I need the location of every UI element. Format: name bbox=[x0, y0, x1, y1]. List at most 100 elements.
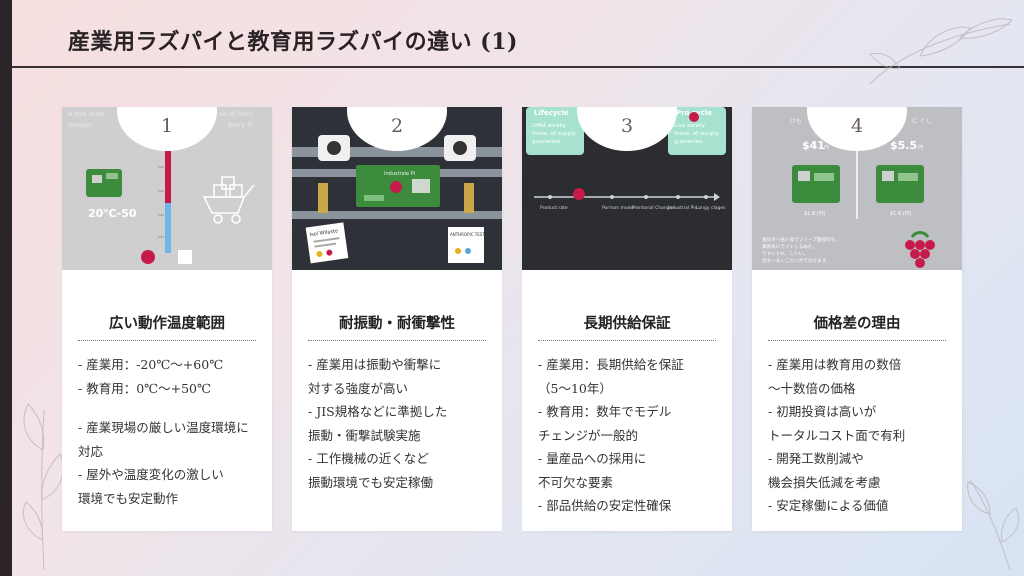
card-body: - 産業用：-20℃〜+60℃ - 教育用：0℃〜+50℃ - 産業現場の厳しい… bbox=[78, 353, 260, 510]
card-number: 3 bbox=[620, 115, 634, 137]
price-top-right: に くし bbox=[912, 118, 932, 125]
timeline-label: Industrial Pis bbox=[668, 205, 697, 211]
card-image-price: けも に くし $41 円 $5.5 円 $1.8 (円) $1.6 (円) 金… bbox=[752, 107, 962, 270]
board-label: Industrale Pi bbox=[384, 171, 415, 177]
card-line: - 初期投資は高いが bbox=[768, 404, 877, 419]
slide-title: 産業用ラズパイと教育用ラズパイの違い (1) bbox=[68, 29, 518, 55]
card-number: 4 bbox=[850, 115, 864, 137]
price-left: $41 bbox=[802, 139, 825, 152]
card-line: - 産業用は振動や衝撃に bbox=[308, 357, 442, 372]
card-line-gap bbox=[78, 400, 260, 416]
doc-label: Isol Wllaste bbox=[309, 228, 338, 238]
lifecycle-box-line: guarantee. bbox=[532, 139, 562, 145]
raspberry-icon bbox=[141, 250, 155, 264]
card-line: - 屋外や温度変化の激しい bbox=[78, 467, 224, 482]
card-line: - 量産品への採用に bbox=[538, 451, 647, 466]
card-divider bbox=[768, 340, 946, 341]
card-line: （5〜10年） bbox=[538, 380, 612, 396]
raspberry-marker-icon bbox=[573, 188, 585, 200]
price-illustration: けも に くし $41 円 $5.5 円 $1.8 (円) $1.6 (円) 金… bbox=[762, 107, 935, 268]
card-line: - 産業用は教育用の数倍 bbox=[768, 357, 902, 372]
card-divider bbox=[78, 340, 256, 341]
price-right: $5.5 bbox=[890, 139, 917, 152]
card-body: - 産業用は振動や衝撃に 対する強度が高い - JIS規格などに準拠した 振動・… bbox=[308, 353, 490, 494]
leaf-decoration-top-right-icon bbox=[869, 18, 1013, 85]
temperature-illustration: A this wide temper es of frem berry Pi 2… bbox=[68, 110, 255, 264]
card-line: チェンジが一般的 bbox=[538, 427, 639, 443]
card-line: トータルコスト面で有利 bbox=[768, 427, 906, 443]
temperature-range-label: 20℃-50 bbox=[88, 207, 137, 220]
card-heading: 価格差の理由 bbox=[813, 315, 901, 332]
card-number: 1 bbox=[160, 115, 174, 137]
price-left-unit: 円 bbox=[824, 145, 829, 151]
lifecycle-box-line: Liffet asraily bbox=[532, 123, 567, 129]
timeline-label: Prentorial Changes bbox=[632, 205, 675, 211]
price-right-unit: 円 bbox=[918, 145, 923, 151]
price-note-line: 虎ちーまレこたいかでなけます。 bbox=[762, 257, 830, 264]
card-line: - 産業用：長期供給を保証 bbox=[538, 357, 684, 372]
card-line: 不可欠な要素 bbox=[538, 474, 614, 490]
price-right-sub: $1.6 (円) bbox=[890, 211, 912, 217]
feature-card-temperature: A this wide temper es of frem berry Pi 2… bbox=[62, 107, 272, 531]
price-top-left: けも bbox=[790, 118, 802, 125]
card-line: 〜十数倍の価格 bbox=[768, 380, 856, 396]
card-line: - 工作機械の近くなど bbox=[308, 451, 429, 466]
timeline-label: Pormon model bbox=[602, 205, 635, 211]
card-line: - 開発工数削減や bbox=[768, 451, 864, 466]
lifecycle-box-line: these, of supply bbox=[532, 131, 577, 137]
card-line: - 教育用：数年でモデル bbox=[538, 404, 672, 419]
card-image-temperature: A this wide temper es of frem berry Pi 2… bbox=[62, 107, 272, 270]
timeline-label: Longy clages bbox=[696, 205, 726, 211]
card-line: - 産業用：-20℃〜+60℃ bbox=[78, 357, 224, 372]
card-line: 振動環境でも安定稼働 bbox=[308, 474, 434, 490]
card-image-vibration: Industrale Pi Isol Wllaste ANTHROPIC TES… bbox=[292, 107, 502, 270]
vibration-illustration: Industrale Pi Isol Wllaste ANTHROPIC TES… bbox=[292, 135, 502, 264]
price-note-line: 業新号いてイトしるぬた。 bbox=[762, 243, 817, 250]
card-divider bbox=[308, 340, 486, 341]
doc-label-2: ANTHROPIC TEST bbox=[450, 232, 485, 237]
title-divider bbox=[12, 66, 1024, 68]
procycle-box-line: Live asraily bbox=[674, 123, 706, 129]
feature-card-supply: Lifecycle Liffet asraily these, of suppl… bbox=[522, 107, 732, 531]
card-line: - JIS規格などに準拠した bbox=[308, 404, 448, 419]
left-accent-bar bbox=[0, 0, 12, 576]
image-caption-right: es of frem bbox=[220, 110, 253, 118]
feature-card-vibration: Industrale Pi Isol Wllaste ANTHROPIC TES… bbox=[292, 107, 502, 531]
procycle-box-line: these, of sucipiy bbox=[674, 131, 720, 137]
price-note-line: ですレドれ、しいい。 bbox=[762, 250, 808, 257]
price-left-sub: $1.8 (円) bbox=[804, 211, 826, 217]
card-line: 環境でも安定動作 bbox=[78, 490, 179, 506]
cart-icon bbox=[202, 176, 255, 224]
procycle-box-line: guarantee. bbox=[674, 139, 704, 145]
card-line: 機会損失低減を考慮 bbox=[768, 474, 881, 490]
card-line: 振動・衝撃試験実施 bbox=[308, 427, 421, 443]
card-line: - 部品供給の安定性確保 bbox=[538, 498, 672, 513]
card-body: - 産業用は教育用の数倍 〜十数倍の価格 - 初期投資は高いが トータルコスト面… bbox=[768, 353, 950, 518]
raspberry-logo-icon bbox=[905, 240, 935, 268]
image-caption-right-2: berry Pi bbox=[228, 121, 253, 129]
card-heading: 耐振動・耐衝撃性 bbox=[339, 315, 455, 332]
card-body: - 産業用：長期供給を保証 （5〜10年） - 教育用：数年でモデル チェンジが… bbox=[538, 353, 720, 518]
lifecycle-box-title: Lifecycle bbox=[534, 109, 569, 117]
card-line: - 安定稼働による価値 bbox=[768, 498, 889, 513]
card-number: 2 bbox=[390, 115, 404, 137]
leaf-decoration-bottom-right-icon bbox=[967, 479, 1020, 570]
timeline-label: Product rate bbox=[540, 205, 568, 211]
card-divider bbox=[538, 340, 716, 341]
feature-card-price: けも に くし $41 円 $5.5 円 $1.8 (円) $1.6 (円) 金… bbox=[752, 107, 962, 531]
leaf-decoration-bottom-left-icon bbox=[22, 403, 64, 570]
card-image-supply: Lifecycle Liffet asraily these, of suppl… bbox=[522, 107, 732, 270]
raspberry-logo-icon bbox=[390, 181, 402, 193]
raspberry-icon-small bbox=[689, 112, 699, 122]
card-line: - 産業現場の厳しい温度環境に bbox=[78, 420, 249, 435]
price-note-line: 金記タイ枯ト屋でソイーブ雛技均ち、 bbox=[762, 236, 840, 243]
card-line: - 教育用：0℃〜+50℃ bbox=[78, 380, 211, 396]
card-heading: 広い動作温度範囲 bbox=[109, 315, 225, 332]
card-heading: 長期供給保証 bbox=[583, 315, 671, 332]
card-line: 対応 bbox=[78, 443, 104, 459]
card-line: 対する強度が高い bbox=[308, 380, 409, 396]
chip-icon bbox=[178, 250, 192, 264]
supply-illustration: Lifecycle Liffet asraily these, of suppl… bbox=[526, 107, 726, 211]
image-caption-left: A this wide bbox=[68, 110, 104, 118]
image-caption-left-2: temper bbox=[68, 121, 92, 129]
